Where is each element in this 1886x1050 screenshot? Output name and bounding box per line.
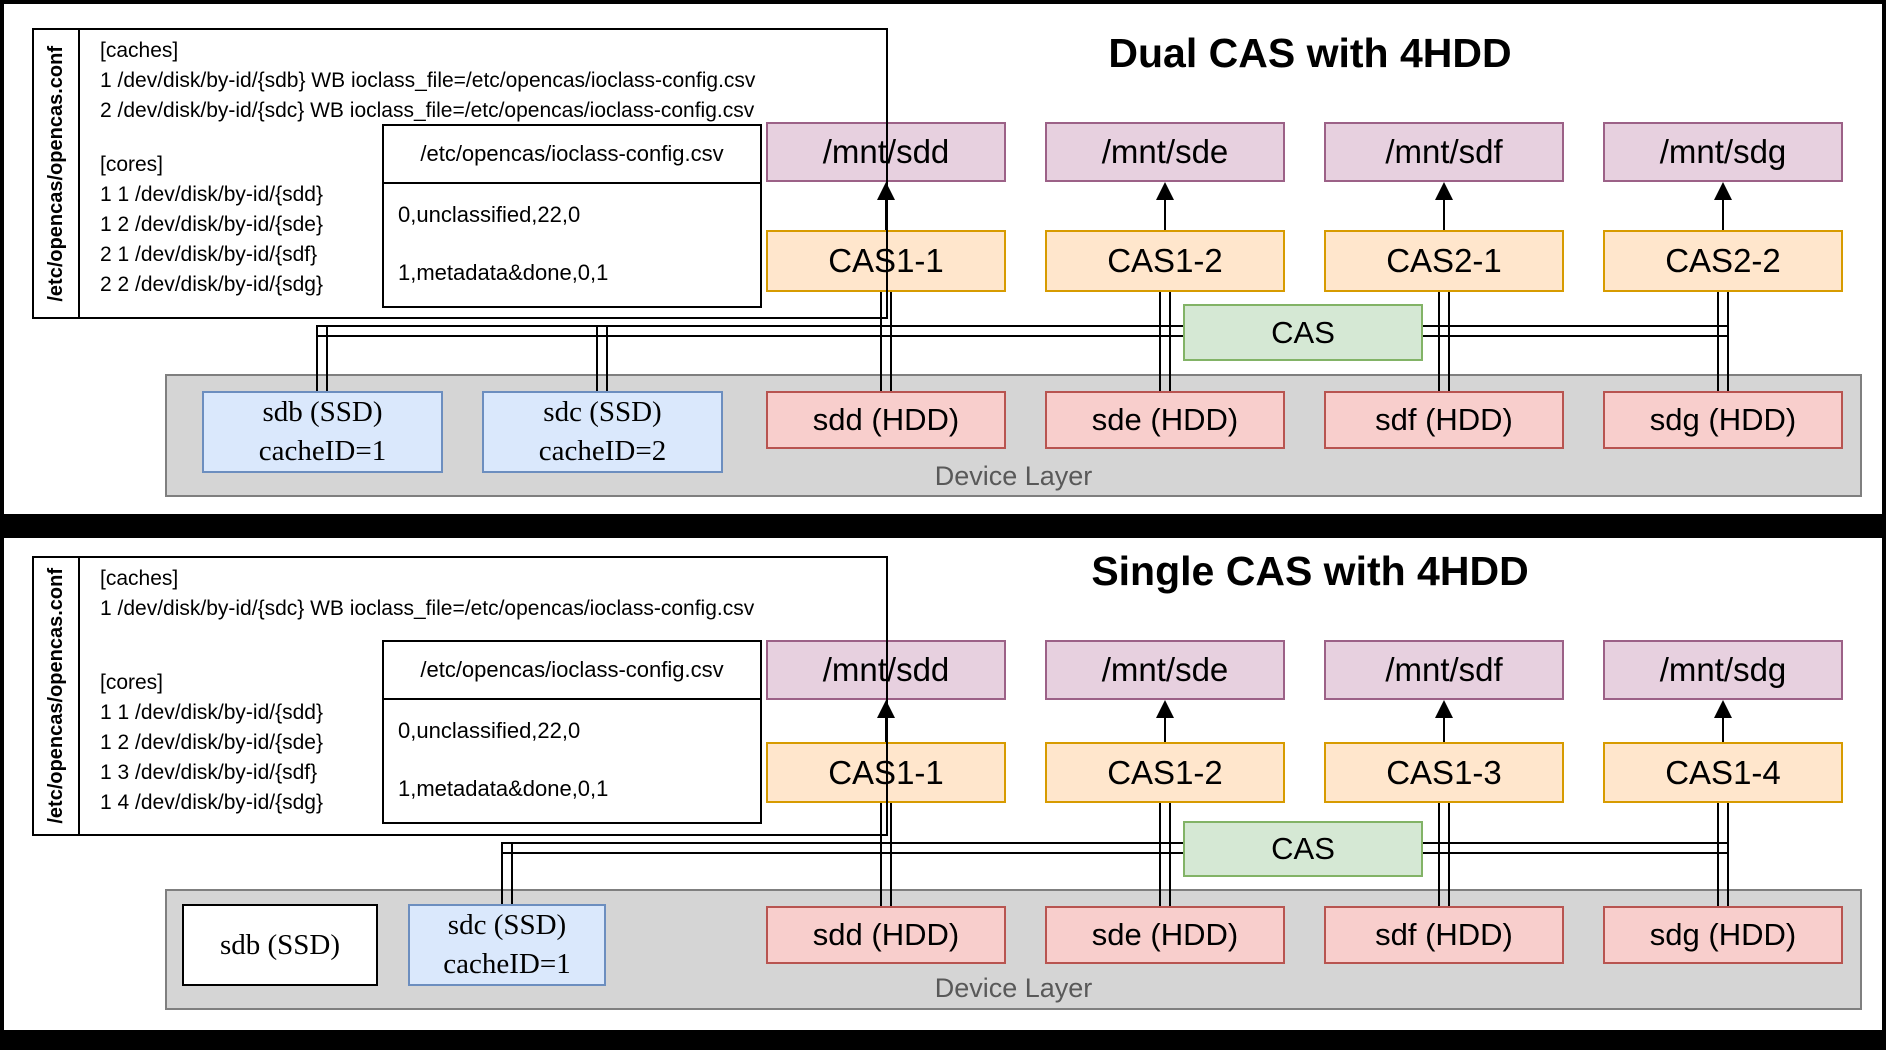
ioclass-rule: 0,unclassified,22,0 — [398, 718, 581, 743]
cas-device: CAS2-2 — [1603, 230, 1843, 292]
mount-point: /mnt/sde — [1045, 122, 1285, 182]
caches-section-header: [caches] — [100, 39, 179, 62]
arrow-shaft — [1722, 718, 1724, 742]
hdd-device: sdd (HDD) — [766, 391, 1006, 449]
ssd-device: sdb (SSD) cacheID=1 — [202, 391, 443, 473]
core-config-line: 1 1 /dev/disk/by-id/{sdd} — [100, 701, 323, 724]
ssd-name: sdc (SSD) — [447, 909, 567, 941]
ssd-link — [596, 325, 608, 392]
panel1-ioclass-box: /etc/opencas/ioclass-config.csv 0,unclas… — [382, 124, 762, 308]
core-config-line: 2 2 /dev/disk/by-id/{sdg} — [100, 273, 323, 296]
ioclass-rule: 1,metadata&done,0,1 — [398, 260, 609, 285]
mount-point: /mnt/sdg — [1603, 640, 1843, 700]
hdd-link — [1159, 292, 1171, 392]
hdd-device: sdd (HDD) — [766, 906, 1006, 964]
mount-point: /mnt/sdf — [1324, 122, 1564, 182]
ssd-link — [316, 325, 328, 392]
cache-bus — [316, 325, 1729, 337]
device-layer-label: Device Layer — [934, 973, 1093, 1003]
ioclass-file-header: /etc/opencas/ioclass-config.csv — [384, 126, 760, 184]
hdd-link — [1438, 803, 1450, 907]
config-filename: /etc/opencas/opencas.conf — [44, 45, 67, 302]
cas-engine: CAS — [1183, 821, 1423, 877]
cas-device: CAS2-1 — [1324, 230, 1564, 292]
ioclass-file-header: /etc/opencas/ioclass-config.csv — [384, 642, 760, 700]
device-layer — [165, 374, 1862, 497]
mount-point: /mnt/sdf — [1324, 640, 1564, 700]
hdd-link — [1717, 292, 1729, 392]
ssd-device: sdc (SSD) cacheID=2 — [482, 391, 723, 473]
core-config-line: 1 2 /dev/disk/by-id/{sde} — [100, 213, 323, 236]
panel2-ioclass-box: /etc/opencas/ioclass-config.csv 0,unclas… — [382, 640, 762, 824]
config-filename: /etc/opencas/opencas.conf — [44, 568, 67, 824]
hdd-device: sde (HDD) — [1045, 906, 1285, 964]
core-config-line: 2 1 /dev/disk/by-id/{sdf} — [100, 243, 318, 266]
ssd-name: sdc (SSD) — [543, 396, 662, 428]
cache-config-line: 1 /dev/disk/by-id/{sdc} WB ioclass_file=… — [100, 597, 755, 620]
arrow-up-icon — [1714, 700, 1732, 718]
ssd-cache-id: cacheID=1 — [258, 435, 387, 467]
core-config-line: 1 2 /dev/disk/by-id/{sde} — [100, 731, 323, 754]
panel2-config-filename-strip: /etc/opencas/opencas.conf — [34, 558, 80, 834]
config-box-edge-line — [886, 556, 888, 836]
hdd-device: sdf (HDD) — [1324, 906, 1564, 964]
panel1-config-filename-strip: /etc/opencas/opencas.conf — [34, 30, 80, 317]
hdd-link — [1438, 292, 1450, 392]
arrow-up-icon — [1156, 700, 1174, 718]
hdd-device: sdg (HDD) — [1603, 391, 1843, 449]
cas-engine: CAS — [1183, 304, 1423, 361]
hdd-device: sde (HDD) — [1045, 391, 1285, 449]
cache-config-line: 2 /dev/disk/by-id/{sdc} WB ioclass_file=… — [100, 99, 755, 122]
panel2-title: Single CAS with 4HDD — [1091, 548, 1529, 594]
cas-device: CAS1-4 — [1603, 742, 1843, 803]
core-config-line: 1 3 /dev/disk/by-id/{sdf} — [100, 761, 318, 784]
ioclass-rule: 1,metadata&done,0,1 — [398, 776, 609, 801]
arrow-shaft — [1164, 200, 1166, 230]
panel-divider — [0, 514, 1886, 538]
ioclass-rule: 0,unclassified,22,0 — [398, 202, 581, 227]
ssd-cache-id: cacheID=2 — [538, 435, 667, 467]
hdd-device: sdf (HDD) — [1324, 391, 1564, 449]
mount-point: /mnt/sde — [1045, 640, 1285, 700]
arrow-shaft — [1443, 718, 1445, 742]
caches-section-header: [caches] — [100, 567, 179, 590]
arrow-shaft — [1722, 200, 1724, 230]
ssd-device: sdc (SSD) cacheID=1 — [408, 904, 606, 986]
cache-bus — [501, 842, 1729, 854]
hdd-link — [880, 292, 892, 392]
ssd-device-unused: sdb (SSD) — [182, 904, 378, 986]
cas-device: CAS1-3 — [1324, 742, 1564, 803]
ssd-cache-id: cacheID=1 — [443, 948, 571, 980]
arrow-shaft — [1164, 718, 1166, 742]
panel1-title: Dual CAS with 4HDD — [1108, 30, 1512, 76]
ssd-link — [501, 842, 513, 905]
arrow-up-icon — [1435, 182, 1453, 200]
cas-device: CAS1-2 — [1045, 230, 1285, 292]
hdd-device: sdg (HDD) — [1603, 906, 1843, 964]
cache-config-line: 1 /dev/disk/by-id/{sdb} WB ioclass_file=… — [100, 69, 756, 92]
arrow-shaft — [1443, 200, 1445, 230]
cas-device: CAS1-2 — [1045, 742, 1285, 803]
cores-section-header: [cores] — [100, 671, 164, 694]
ssd-name: sdb (SSD) — [262, 396, 383, 428]
arrow-up-icon — [1435, 700, 1453, 718]
hdd-link — [1717, 803, 1729, 907]
hdd-link — [1159, 803, 1171, 907]
bottom-border-band — [0, 1030, 1886, 1050]
device-layer-label: Device Layer — [934, 461, 1093, 491]
core-config-line: 1 4 /dev/disk/by-id/{sdg} — [100, 791, 323, 814]
hdd-link — [880, 803, 892, 907]
mount-point: /mnt/sdg — [1603, 122, 1843, 182]
cores-section-header: [cores] — [100, 153, 164, 176]
arrow-up-icon — [1714, 182, 1732, 200]
arrow-up-icon — [1156, 182, 1174, 200]
config-box-edge-line — [886, 28, 888, 319]
ssd-name: sdb (SSD) — [219, 928, 341, 961]
core-config-line: 1 1 /dev/disk/by-id/{sdd} — [100, 183, 323, 206]
